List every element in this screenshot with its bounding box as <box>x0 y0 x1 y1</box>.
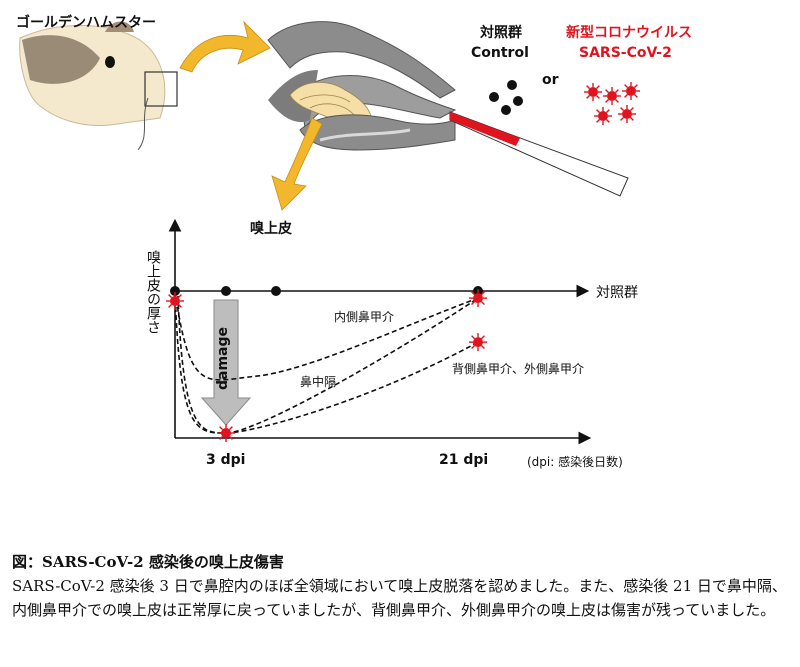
series-curve-1 <box>174 290 479 381</box>
virus-label-en: SARS-CoV-2 <box>579 45 672 61</box>
caption-title: 図：SARS-CoV-2 感染後の嗅上皮傷害 <box>12 553 284 571</box>
curve-label-medial: 内側鼻甲介 <box>334 310 395 324</box>
animal-label: ゴールデンハムスター <box>16 15 156 31</box>
figure-svg <box>19 20 641 445</box>
control-line-label: 対照群 <box>596 285 638 301</box>
series-curve-2 <box>174 290 479 434</box>
chart <box>165 218 592 445</box>
epithelium-arrow-icon <box>271 117 323 211</box>
x-axis-note: (dpi: 感染後日数) <box>527 455 623 469</box>
x-tick-3dpi: 3 dpi <box>206 452 246 468</box>
control-point <box>221 286 231 296</box>
virus-point-21dpi-recovered <box>468 288 488 308</box>
control-point <box>170 286 180 296</box>
epithelium-label: 嗅上皮 <box>250 221 292 237</box>
hamster-illustration <box>19 21 178 151</box>
x-tick-21dpi: 21 dpi <box>439 452 489 468</box>
control-particles <box>489 80 523 115</box>
curve-label-septum: 鼻中隔 <box>300 375 337 389</box>
virus-point-3dpi <box>216 423 236 443</box>
virus-point-21dpi-damaged <box>468 332 488 352</box>
virus-label-jp: 新型コロナウイルス <box>566 25 692 41</box>
figure: ゴールデンハムスター 嗅上皮 対照群 Control or 新型コロナウイルス … <box>16 15 692 469</box>
damage-label: damage <box>215 326 231 390</box>
virus-particles <box>583 81 641 126</box>
damage-arrow-icon <box>200 299 252 426</box>
y-axis-label: 嗅上皮の厚さ <box>145 250 161 334</box>
nasal-cavity-illustration <box>267 21 457 151</box>
control-label-en: Control <box>471 45 529 61</box>
zoom-arrow-icon <box>179 20 271 73</box>
swab-illustration <box>449 111 629 197</box>
curve-label-dorsal-lateral: 背側鼻甲介、外側鼻甲介 <box>452 362 585 376</box>
caption-body: SARS-CoV-2 感染後 3 日で鼻腔内のほぼ全領域において嗅上皮脱落を認め… <box>12 577 787 619</box>
control-label-jp: 対照群 <box>480 25 522 41</box>
or-label: or <box>542 72 559 88</box>
virus-point-day0 <box>165 291 185 311</box>
control-point <box>271 286 281 296</box>
